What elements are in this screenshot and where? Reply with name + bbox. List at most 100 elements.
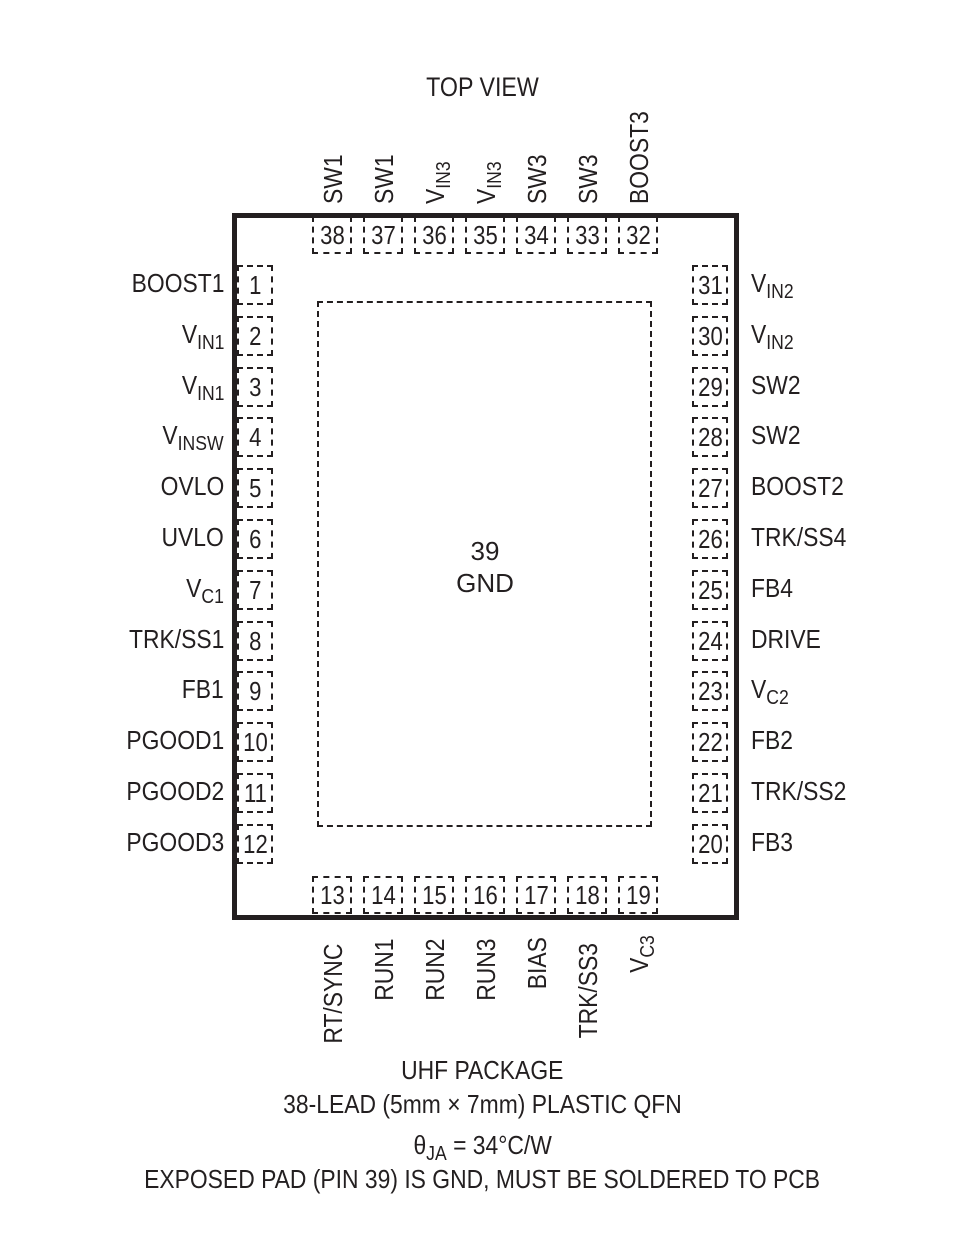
pin-number: 14 <box>370 880 396 910</box>
pin-name: V <box>751 674 767 705</box>
pin-number: 13 <box>319 880 345 910</box>
pin-number: 36 <box>421 220 447 250</box>
pin-name: TRK/SS2 <box>751 776 847 806</box>
pin-name-text: TRK/SS4 <box>751 522 846 552</box>
pin-label-right: VC2 <box>751 674 911 713</box>
pin-number: 34 <box>523 220 549 250</box>
pin-name-text: PGOOD2 <box>126 776 224 806</box>
pin-box: 17 <box>516 876 556 914</box>
pin-label-bottom: RUN2 <box>420 930 450 1000</box>
pin-name: V <box>420 188 450 204</box>
pin-box: 26 <box>692 519 728 559</box>
pin-name: SW3 <box>522 154 552 204</box>
pin-number: 18 <box>574 880 600 910</box>
pin-box: 23 <box>692 671 728 712</box>
pin-name-text: SW2 <box>751 370 801 400</box>
pin-number: 11 <box>243 778 267 808</box>
pin-number: 2 <box>248 320 262 351</box>
pin-label-left: VINSW <box>84 420 224 459</box>
pin-label-bottom: TRK/SS3 <box>573 930 603 1038</box>
exposed-pad-name: GND <box>456 568 514 598</box>
pin-name: PGOOD1 <box>126 725 224 756</box>
pin-name: BOOST3 <box>624 111 654 204</box>
pin-name-text: BOOST2 <box>751 471 844 501</box>
pin-name-text: SW3 <box>522 154 552 204</box>
pin-box: 28 <box>692 417 728 458</box>
pin-name-text: SW3 <box>573 154 603 204</box>
pin-label-left: BOOST1 <box>84 268 224 298</box>
pin-name: V <box>186 572 202 603</box>
pin-box: 37 <box>363 216 403 254</box>
pin-label-bottom: BIAS <box>522 930 552 989</box>
pin-label-right: SW2 <box>751 420 911 450</box>
pin-label-left: UVLO <box>84 522 224 552</box>
pin-box: 21 <box>692 773 728 813</box>
pin-number: 8 <box>248 625 262 656</box>
pin-name: FB2 <box>751 725 793 756</box>
pin-label-right: DRIVE <box>751 624 911 654</box>
pin-name: RUN1 <box>369 938 399 1001</box>
pin-label-top: VIN3 <box>420 156 459 204</box>
pin-name: V <box>751 318 767 349</box>
pin-name-text: TRK/SS2 <box>751 776 846 806</box>
pin-label-left: VC1 <box>84 573 224 612</box>
pin-number: 7 <box>248 574 262 605</box>
pin-name: TRK/SS4 <box>751 522 847 552</box>
pin-box: 4 <box>237 417 273 458</box>
pin-box: 22 <box>692 722 728 763</box>
pin-name-text: PGOOD3 <box>126 827 224 857</box>
pin-number: 33 <box>574 220 600 250</box>
pin-label-bottom: VC3 <box>624 930 663 973</box>
pin-name-text: TRK/SS1 <box>129 624 224 654</box>
pin-label-right: VIN2 <box>751 268 911 307</box>
pin-label-top: BOOST3 <box>624 99 654 204</box>
pin-label-right: FB2 <box>751 725 911 755</box>
pin-name-subscript: IN1 <box>196 382 224 405</box>
pin-name-text: RUN3 <box>471 938 501 1000</box>
pin-number: 17 <box>523 880 549 910</box>
pin-number: 23 <box>697 676 723 707</box>
pin-name-text: VIN1 <box>181 370 224 409</box>
pin-name-text: DRIVE <box>751 624 821 654</box>
pin-box: 27 <box>692 468 728 509</box>
pin-name: TRK/SS1 <box>128 623 224 654</box>
pin-name-subscript: IN2 <box>766 281 794 303</box>
pin-name-text: RT/SYNC <box>318 944 348 1044</box>
pin-number: 6 <box>248 524 262 554</box>
pin-name-subscript: IN2 <box>766 331 794 354</box>
pin-number: 12 <box>242 828 268 859</box>
pin-name-text: VC1 <box>186 573 224 612</box>
package-name: UHF PACKAGE <box>401 1055 564 1085</box>
pin-label-left: PGOOD1 <box>84 725 224 755</box>
pin-name-text: FB4 <box>751 573 793 603</box>
pin-name-text: RUN2 <box>420 938 450 1000</box>
pin-number: 1 <box>248 270 262 300</box>
pin-label-right: TRK/SS4 <box>751 522 911 552</box>
pin-name: V <box>181 369 197 400</box>
pin-name: FB3 <box>751 826 793 857</box>
pin-number: 10 <box>242 727 268 758</box>
pin-name-text: SW2 <box>751 420 801 450</box>
pin-name: DRIVE <box>751 623 821 654</box>
pin-name: SW2 <box>751 369 801 400</box>
pin-name-text: RUN1 <box>369 938 399 1000</box>
pin-label-top: SW3 <box>522 148 552 204</box>
pin-number: 3 <box>248 371 262 402</box>
pin-label-left: TRK/SS1 <box>84 624 224 654</box>
pin-name-text: TRK/SS3 <box>573 943 603 1038</box>
pin-box: 25 <box>692 569 728 610</box>
pin-box: 33 <box>567 216 607 254</box>
pin-number: 30 <box>697 320 723 351</box>
pin-number: 27 <box>697 473 723 504</box>
pin-name-text: FB3 <box>751 827 793 857</box>
pin-label-left: VIN1 <box>84 370 224 409</box>
pin-name-subscript: C2 <box>766 687 789 710</box>
pin-name: SW1 <box>369 154 399 204</box>
pin-name-text: UVLO <box>162 522 224 552</box>
pin-label-right: BOOST2 <box>751 471 911 501</box>
pin-name-text: VIN1 <box>181 319 224 358</box>
pin-name-text: BOOST3 <box>624 111 654 204</box>
pin-name: V <box>162 420 179 451</box>
pin-name-text: FB2 <box>751 725 793 755</box>
exposed-pad <box>317 301 652 827</box>
